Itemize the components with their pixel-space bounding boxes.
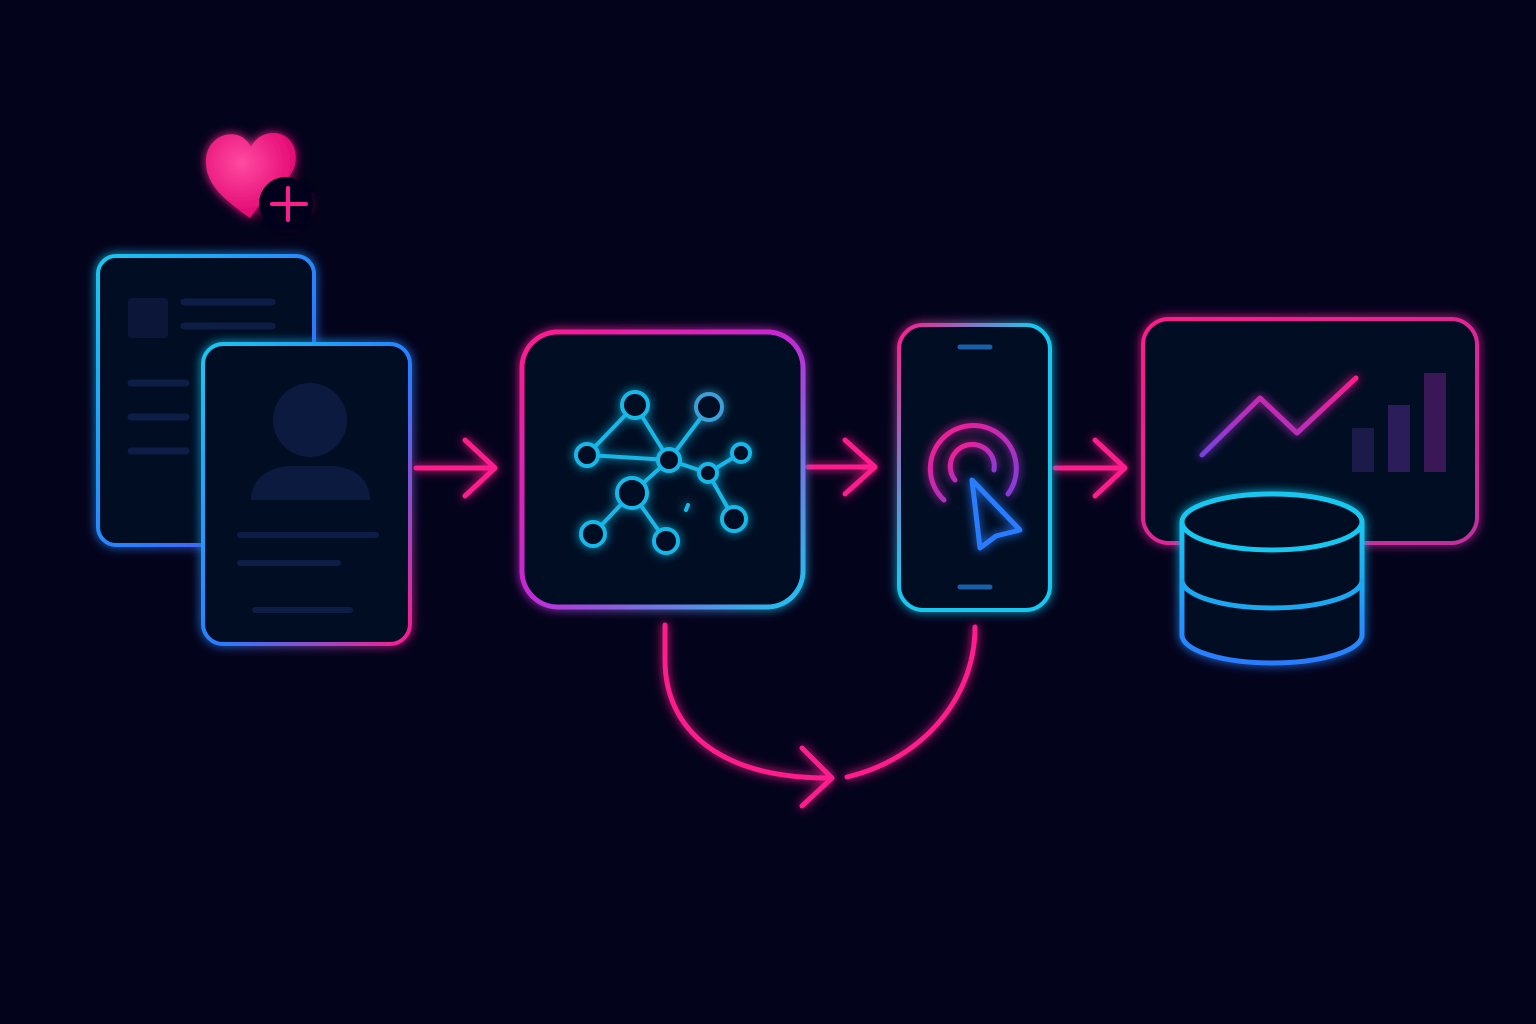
arrow-right — [413, 437, 498, 499]
database-icon — [1179, 491, 1365, 666]
arrow-right — [1052, 437, 1128, 499]
line-chart-icon — [1199, 375, 1359, 458]
cursor-icon — [969, 477, 1023, 551]
avatar — [273, 383, 347, 457]
curved-feedback-arrow — [662, 622, 978, 809]
arrow-right — [805, 437, 878, 497]
network-graph-icon — [519, 329, 806, 610]
profile-card-icon — [201, 342, 412, 646]
bar-chart-icon — [1352, 373, 1446, 472]
dashboard-panel — [1141, 317, 1479, 545]
phone-touch-icon — [897, 323, 1052, 612]
heart-plus-icon — [205, 132, 313, 231]
